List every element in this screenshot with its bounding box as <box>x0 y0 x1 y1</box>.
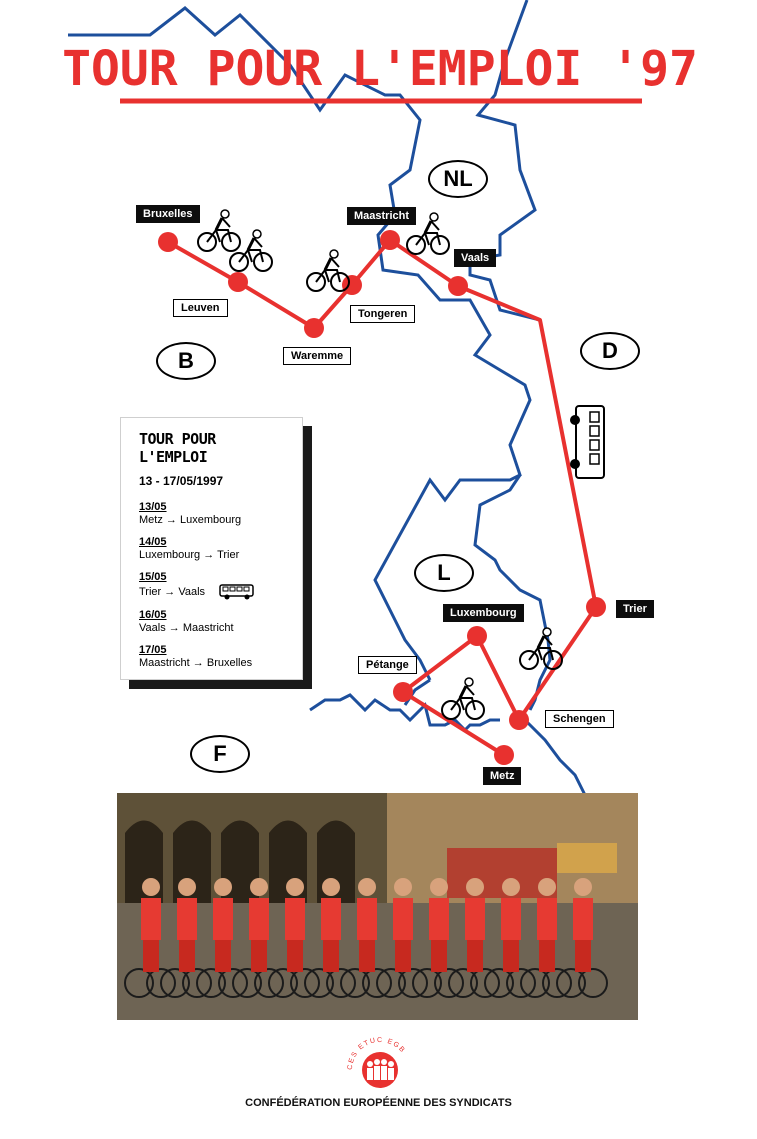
city-label-leuven: Leuven <box>173 299 228 317</box>
rider-figure <box>160 878 212 998</box>
dot-vaals <box>448 276 468 296</box>
legend-route-from: Vaals <box>139 622 166 634</box>
legend-title: TOUR POUR L'EMPLOI <box>139 430 216 466</box>
rider-figure <box>556 878 608 998</box>
route-petange-metz <box>401 690 506 757</box>
city-label-waremme: Waremme <box>283 347 352 365</box>
legend-route-from: Luxembourg <box>139 549 201 561</box>
group-photo <box>117 793 638 1020</box>
border-moselle <box>523 718 587 796</box>
city-label-bruxelles: Bruxelles <box>136 205 200 223</box>
arrow-right-icon: → <box>165 622 183 634</box>
legend-box: TOUR POUR L'EMPLOI 13 - 17/05/1997 13/05… <box>120 417 303 680</box>
legend-route-to: Bruxelles <box>206 657 253 669</box>
border-top-right <box>468 0 541 322</box>
rider-figure <box>520 878 572 998</box>
route-trier-schengen <box>517 605 598 722</box>
city-label-metz: Metz <box>483 767 522 785</box>
legend-item-route: Luxembourg → Trier <box>139 549 284 562</box>
dot-bruxelles <box>158 232 178 252</box>
rider-figure <box>484 878 536 998</box>
dot-tongeren <box>342 275 362 295</box>
bus-icon <box>219 584 254 600</box>
city-label-luxembourg: Luxembourg <box>443 604 524 622</box>
arrow-right-icon: → <box>189 657 207 669</box>
legend-item-route: Maastricht → Bruxelles <box>139 657 284 670</box>
city-label-maastricht: Maastricht <box>347 207 417 225</box>
dot-schengen <box>509 710 529 730</box>
legend-item-date: 13/05 <box>139 501 167 513</box>
rider-figure <box>340 878 392 998</box>
country-label-b: B <box>156 342 216 380</box>
legend-route-to: Trier <box>217 549 240 561</box>
footer-organization: CONFÉDÉRATION EUROPÉENNE DES SYNDICATS <box>245 1097 512 1109</box>
country-borders <box>68 0 587 796</box>
legend-item-route: Trier → Vaals <box>139 584 284 600</box>
rider-figure <box>232 878 284 998</box>
legend-item-route: Vaals → Maastricht <box>139 622 284 635</box>
rider-figure <box>268 878 320 998</box>
country-label-nl: NL <box>428 160 488 198</box>
dot-luxembourg <box>467 626 487 646</box>
border-lux-east <box>473 474 552 711</box>
dot-maastricht <box>380 230 400 250</box>
bus-icon <box>570 405 605 479</box>
city-dots <box>158 230 606 765</box>
page-title: TOUR POUR L'EMPLOI '97 <box>62 41 698 97</box>
rider-figure <box>376 878 428 998</box>
cyclist-icon <box>196 208 242 253</box>
arrow-right-icon: → <box>200 549 218 561</box>
city-label-trier: Trier <box>616 600 654 618</box>
city-label-tongeren: Tongeren <box>350 305 416 323</box>
dot-leuven <box>228 272 248 292</box>
city-label-schengen: Schengen <box>545 710 614 728</box>
dot-waremme <box>304 318 324 338</box>
legend-route-to: Luxembourg <box>179 514 242 526</box>
building-arches <box>125 820 355 903</box>
riders-group <box>124 878 608 998</box>
city-label-petange: Pétange <box>358 656 417 674</box>
city-label-vaals: Vaals <box>454 249 497 267</box>
legend-item-route: Metz → Luxembourg <box>139 514 284 527</box>
rider-figure <box>304 878 356 998</box>
country-label-d: D <box>580 332 640 370</box>
rider-figure <box>196 878 248 998</box>
legend-route-to: Maastricht <box>182 622 234 634</box>
country-label-f: F <box>190 735 250 773</box>
cyclist-icon <box>228 228 274 273</box>
arrow-right-icon: → <box>161 585 179 598</box>
legend-item-date: 15/05 <box>139 571 167 583</box>
legend-item-date: 14/05 <box>139 536 167 548</box>
cyclist-icon <box>440 676 486 721</box>
legend-item-date: 17/05 <box>139 644 167 656</box>
rider-figure <box>412 878 464 998</box>
rider-figure <box>124 878 176 998</box>
country-label-l: L <box>414 554 474 592</box>
route-maastricht-trier <box>388 238 598 608</box>
dot-metz <box>494 745 514 765</box>
border-lux-south <box>309 693 500 733</box>
legend-item-date: 16/05 <box>139 609 167 621</box>
legend-date-range: 13 - 17/05/1997 <box>139 474 224 488</box>
legend-route-from: Trier <box>139 585 162 598</box>
border-top-left <box>68 6 532 681</box>
etuc-logo: CES ETUC EGB <box>340 1028 420 1098</box>
dot-trier <box>586 597 606 617</box>
dot-petange <box>393 682 413 702</box>
legend-route-to: Vaals <box>178 585 206 598</box>
route-schengen-luxembourg-petange <box>401 634 521 721</box>
rider-figure <box>448 878 500 998</box>
legend-route-from: Metz <box>139 514 163 526</box>
legend-route-from: Maastricht <box>139 657 190 669</box>
arrow-right-icon: → <box>162 514 180 526</box>
